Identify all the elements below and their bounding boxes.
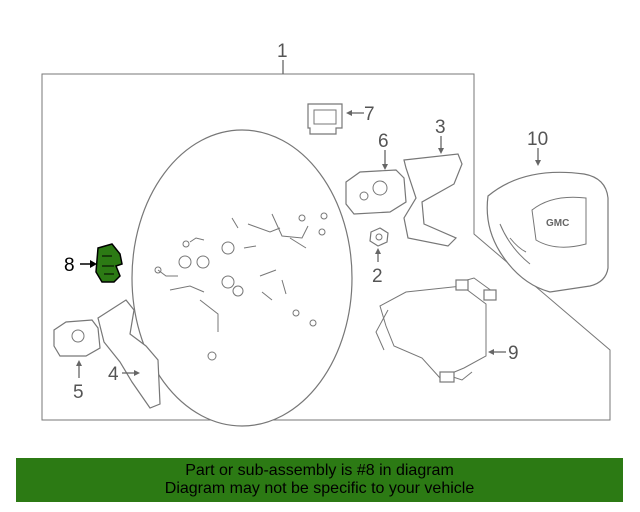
part-5-switch [53, 319, 101, 357]
callout-7: 7 [364, 104, 375, 125]
callout-3: 3 [435, 117, 446, 138]
part-8-switch[interactable] [95, 243, 123, 283]
callout-5: 5 [73, 382, 84, 403]
gmc-logo: GMC [546, 218, 569, 229]
callout-1: 1 [277, 41, 288, 62]
callout-10: 10 [527, 129, 548, 150]
assembly-frame [41, 73, 611, 421]
banner-line-2: Diagram may not be specific to your vehi… [164, 480, 475, 497]
callout-9: 9 [508, 343, 519, 364]
part-6-switch [345, 169, 407, 215]
wheel-internals [154, 212, 328, 361]
part-3-cover [403, 153, 463, 247]
callout-4: 4 [108, 364, 119, 385]
callout-8: 8 [64, 255, 75, 276]
info-banner: Part or sub-assembly is #8 in diagram Di… [16, 458, 623, 502]
part-9-harness [375, 277, 497, 383]
callout-6: 6 [378, 131, 389, 152]
callout-2: 2 [372, 266, 383, 287]
part-7-bracket [307, 103, 343, 135]
part-10-airbag: GMC [486, 171, 609, 293]
part-2-nut [369, 227, 389, 247]
steering-wheel [131, 129, 353, 427]
parts-diagram: 7 6 3 2 GMC 10 9 [41, 41, 611, 427]
banner-line-1: Part or sub-assembly is #8 in diagram [185, 462, 454, 479]
part-4-cover [97, 299, 161, 409]
